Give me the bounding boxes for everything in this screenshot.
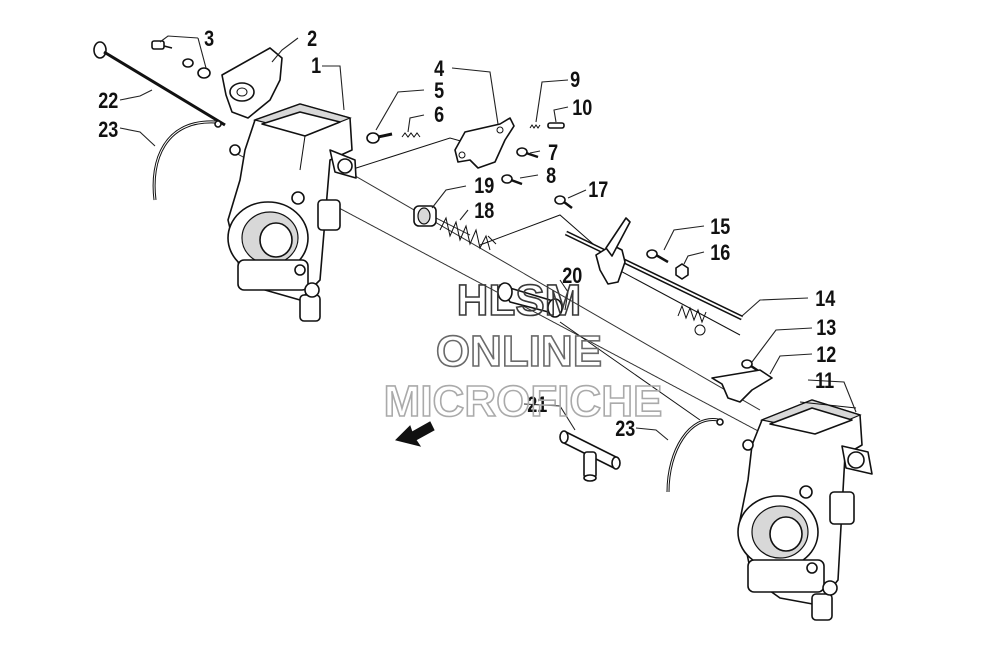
torsion-spring-part-18 xyxy=(439,216,497,251)
callout-23-left: 23 xyxy=(98,118,118,142)
callout-2: 2 xyxy=(307,27,317,51)
callout-21: 21 xyxy=(527,393,547,417)
callout-7: 7 xyxy=(548,141,558,165)
callout-23-right: 23 xyxy=(615,417,635,441)
carburetor-right-part-11 xyxy=(737,399,873,621)
watermark-line-1: HLSM xyxy=(457,276,582,325)
bushing-part-20 xyxy=(497,282,563,318)
callout-5: 5 xyxy=(434,79,444,103)
nut-part-16 xyxy=(675,263,689,280)
pin-part-10 xyxy=(547,122,565,129)
callout-18: 18 xyxy=(474,199,494,223)
leader-lines xyxy=(119,35,857,441)
callout-14: 14 xyxy=(815,287,836,311)
callout-15: 15 xyxy=(710,215,730,239)
spring-part-9 xyxy=(529,124,541,129)
fuel-line-part-23-right xyxy=(666,418,724,493)
screw-part-7 xyxy=(516,147,539,159)
callout-12: 12 xyxy=(816,343,836,367)
bracket-part-12 xyxy=(711,369,773,403)
callout-9: 9 xyxy=(570,68,580,92)
callout-19: 19 xyxy=(474,174,494,198)
throttle-arm-part-2 xyxy=(221,47,283,119)
callout-20: 20 xyxy=(562,264,582,288)
front-direction-arrow-icon xyxy=(395,421,435,447)
callout-16: 16 xyxy=(710,241,730,265)
t-fitting-part-21 xyxy=(559,430,621,482)
callout-13: 13 xyxy=(816,316,836,340)
long-bolt-part-22 xyxy=(93,41,226,127)
screw-part-15 xyxy=(646,249,669,264)
callout-3: 3 xyxy=(204,27,214,51)
bushing-part-19 xyxy=(413,205,437,227)
carburetor-left-part-1 xyxy=(227,103,357,322)
callout-numbers: 1 2 3 4 5 6 7 8 9 10 11 12 13 14 15 16 1… xyxy=(98,27,836,441)
callout-10: 10 xyxy=(572,96,592,120)
screw-part-8 xyxy=(501,174,523,186)
screw-and-washers-part-3 xyxy=(151,40,211,79)
callout-17: 17 xyxy=(588,178,608,202)
fuel-line-part-23-left xyxy=(152,120,222,201)
screw-part-5 xyxy=(366,132,393,144)
spring-part-6 xyxy=(401,132,421,138)
callout-8: 8 xyxy=(546,164,556,188)
callout-22: 22 xyxy=(98,89,118,113)
watermark-line-2: ONLINE xyxy=(436,327,602,376)
callout-1: 1 xyxy=(311,54,321,78)
watermark-line-3: MICROFICHE xyxy=(384,377,663,426)
callout-6: 6 xyxy=(434,103,444,127)
callout-4: 4 xyxy=(434,57,445,81)
bracket-part-4 xyxy=(454,117,515,169)
callout-11: 11 xyxy=(815,369,834,393)
throttle-shaft-part-14 xyxy=(564,217,744,336)
watermark: HLSM ONLINE MICROFICHE xyxy=(383,275,663,427)
screw-part-17 xyxy=(554,195,573,209)
